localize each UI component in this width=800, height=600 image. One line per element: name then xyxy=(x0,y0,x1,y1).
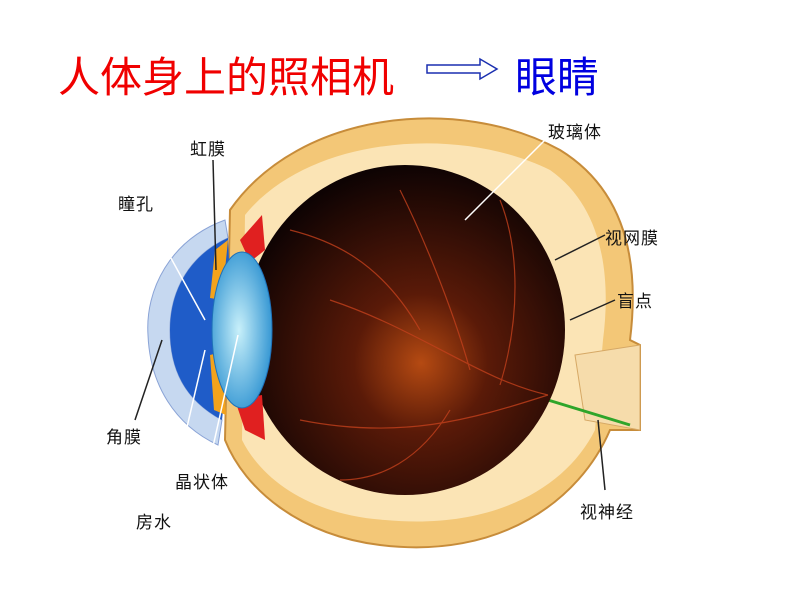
label-iris: 虹膜 xyxy=(190,140,226,160)
label-optic-nerve: 视神经 xyxy=(580,503,634,523)
slide-title: 人体身上的照相机 xyxy=(58,53,395,102)
leader-lines xyxy=(134,139,616,501)
label-retina: 视网膜 xyxy=(605,229,659,249)
label-vitreous: 玻璃体 xyxy=(548,123,602,143)
label-pupil: 瞳孔 xyxy=(118,195,154,215)
slide-target: 眼睛 xyxy=(515,53,600,102)
label-aqueous: 房水 xyxy=(136,513,172,533)
ciliary-body-top xyxy=(240,215,265,262)
optic-nerve xyxy=(574,344,641,431)
blood-vessels xyxy=(289,189,549,481)
lens xyxy=(211,251,273,409)
label-lens: 晶状体 xyxy=(175,473,229,493)
label-cornea: 角膜 xyxy=(106,428,142,448)
arrow-right-icon xyxy=(426,57,499,81)
vitreous-body xyxy=(245,165,565,495)
label-blind-spot: 盲点 xyxy=(617,292,653,312)
optic-nerve-fiber xyxy=(547,398,631,427)
